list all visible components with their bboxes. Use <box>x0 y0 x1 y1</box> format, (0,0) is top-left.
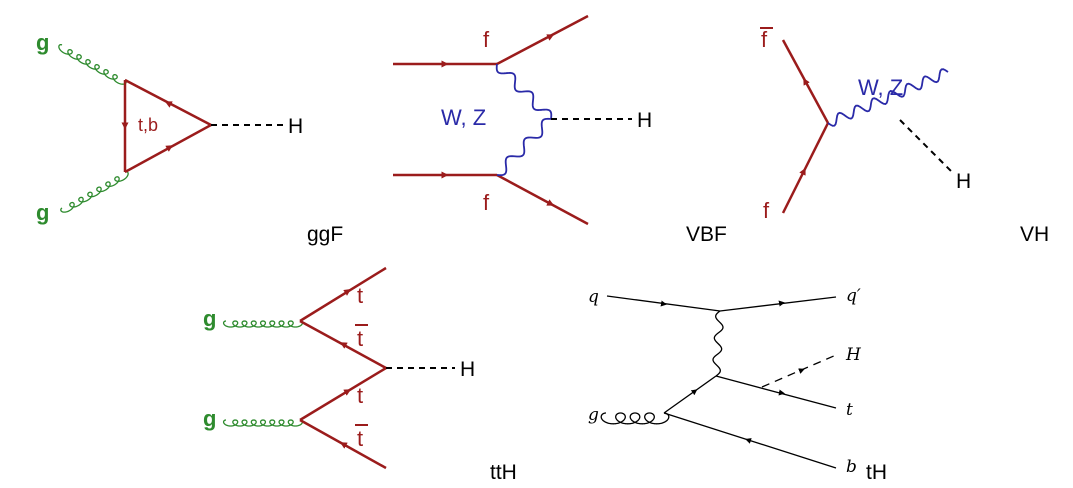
tth-gluon-bottom-label: g <box>203 406 216 431</box>
diagram-th: q q′ g H t b tH <box>588 286 887 484</box>
tth-t1-label: t <box>357 283 363 308</box>
diagram-vbf: f f W, Z H VBF <box>393 14 727 246</box>
th-top-line <box>715 375 837 409</box>
vh-f-label: f <box>763 198 770 223</box>
vbf-boson-label: W, Z <box>441 105 486 130</box>
ggf-caption: ggF <box>307 223 343 246</box>
tth-gluon-bottom <box>222 419 304 427</box>
th-higgs-label: H <box>845 345 862 365</box>
tth-higgs-label: H <box>460 358 475 381</box>
vh-fbar-label: f <box>761 27 768 52</box>
th-internal-line <box>663 375 717 414</box>
th-q-out <box>719 296 837 312</box>
tth-tbar2-line <box>299 418 387 470</box>
tth-tbar2-label: t <box>357 426 363 451</box>
ggf-gluon-bottom-label: g <box>36 200 49 225</box>
th-q-in <box>606 295 721 312</box>
vh-caption: VH <box>1020 223 1049 246</box>
vh-higgs-label: H <box>956 170 971 193</box>
vbf-boson-bottom <box>496 117 552 177</box>
tth-tbar1-line <box>299 319 387 370</box>
vbf-f-bottom-label: f <box>483 190 490 215</box>
vh-fbar-line <box>781 39 830 124</box>
tth-caption: ttH <box>490 461 517 484</box>
vh-higgs-line <box>899 119 953 173</box>
th-caption: tH <box>866 461 887 484</box>
diagram-ggf: g g t,b H ggF <box>36 30 343 246</box>
ggf-loop-label: t,b <box>138 115 158 135</box>
ggf-higgs-label: H <box>288 115 303 138</box>
th-qprime-label: q′ <box>846 286 861 306</box>
ggf-gluon-top-label: g <box>36 30 49 55</box>
vbf-f-top-label: f <box>483 27 490 52</box>
tth-t2-line <box>299 366 387 422</box>
th-higgs-line <box>761 354 837 388</box>
diagram-vh: f f W, Z H VH <box>760 27 1049 246</box>
gluon-bottom <box>60 171 129 213</box>
vbf-caption: VBF <box>686 223 727 246</box>
th-gluon-line <box>600 412 670 425</box>
tth-gluon-top-label: g <box>203 306 216 331</box>
diagram-tth: g g t t t t H ttH <box>203 266 517 484</box>
th-w-line <box>712 310 724 377</box>
tth-tbar1-label: t <box>357 326 363 351</box>
tth-gluon-top <box>222 320 304 328</box>
tth-t1-line <box>299 266 387 323</box>
th-q-label: q <box>588 287 599 307</box>
vbf-f-bottom-out <box>496 173 589 226</box>
th-b-label: b <box>846 457 857 477</box>
th-t-label: t <box>846 400 853 420</box>
vbf-f-top-out <box>496 14 589 66</box>
vh-boson-label: W, Z <box>858 75 903 100</box>
vbf-boson-top <box>495 63 553 120</box>
gluon-top <box>58 44 127 85</box>
vh-f-line <box>781 122 830 214</box>
th-g-label: g <box>588 405 599 425</box>
th-b-line <box>663 412 837 469</box>
vbf-higgs-label: H <box>637 109 652 132</box>
vh-boson-line <box>827 68 949 127</box>
tth-t2-label: t <box>357 383 363 408</box>
